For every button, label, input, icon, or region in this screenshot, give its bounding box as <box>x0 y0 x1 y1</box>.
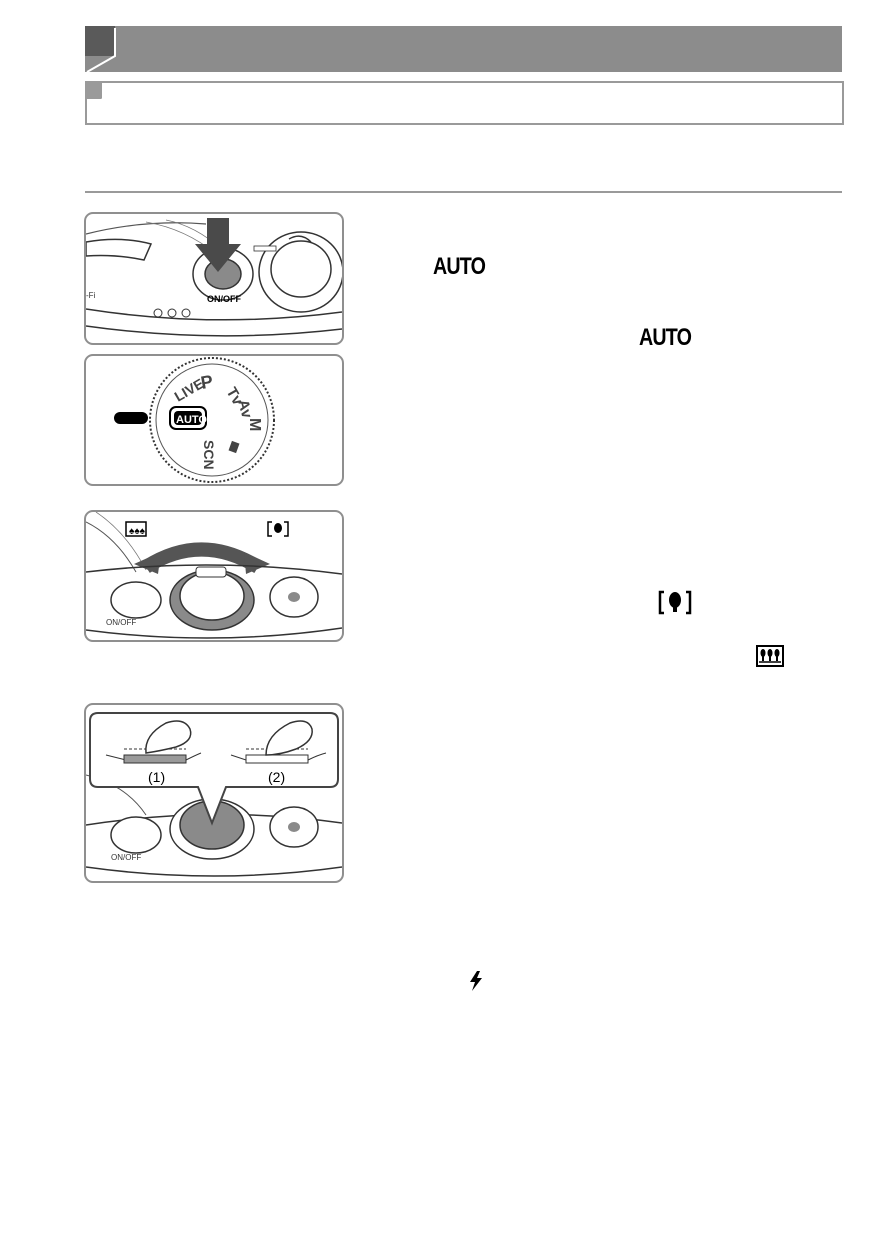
dial-tv-label: Tv <box>223 385 247 409</box>
section-divider <box>85 191 842 193</box>
auto-mode-icon-2: AUTO <box>639 324 692 351</box>
dial-av-label: Av <box>234 398 255 421</box>
chapter-header-bar <box>85 26 842 72</box>
chapter-marker-notch <box>86 28 116 72</box>
telephoto-icon <box>658 590 692 615</box>
wide-angle-icon <box>756 645 784 667</box>
shutter-on-off-label: ON/OFF <box>111 853 141 862</box>
dial-p-label: P <box>199 371 214 393</box>
section-marker-notch <box>87 83 104 108</box>
flash-icon <box>470 971 482 991</box>
step-2-label: (2) <box>268 769 285 785</box>
dial-auto-label: AUTO <box>176 414 207 426</box>
power-button-figure: ON/OFF -Fi <box>84 212 344 345</box>
zoom-on-off-label: ON/OFF <box>106 618 136 627</box>
section-marker <box>85 81 103 99</box>
section-header-box <box>85 81 844 125</box>
mode-dial-figure: AUTO LIVE P Tv Av M SCN <box>84 354 344 486</box>
wifi-label: -Fi <box>86 291 96 300</box>
dial-m-label: M <box>246 418 263 431</box>
wide-angle-symbol: ♠♠♠ <box>129 526 146 537</box>
step-1-label: (1) <box>148 769 165 785</box>
on-off-label: ON/OFF <box>207 294 241 304</box>
zoom-lever-figure: ♠♠♠ ON/OFF <box>84 510 344 642</box>
chapter-marker <box>85 26 115 56</box>
dial-scn-label: SCN <box>201 440 217 470</box>
shutter-button-figure: ON/OFF (1) (2) <box>84 703 344 883</box>
auto-mode-icon-1: AUTO <box>433 253 486 280</box>
